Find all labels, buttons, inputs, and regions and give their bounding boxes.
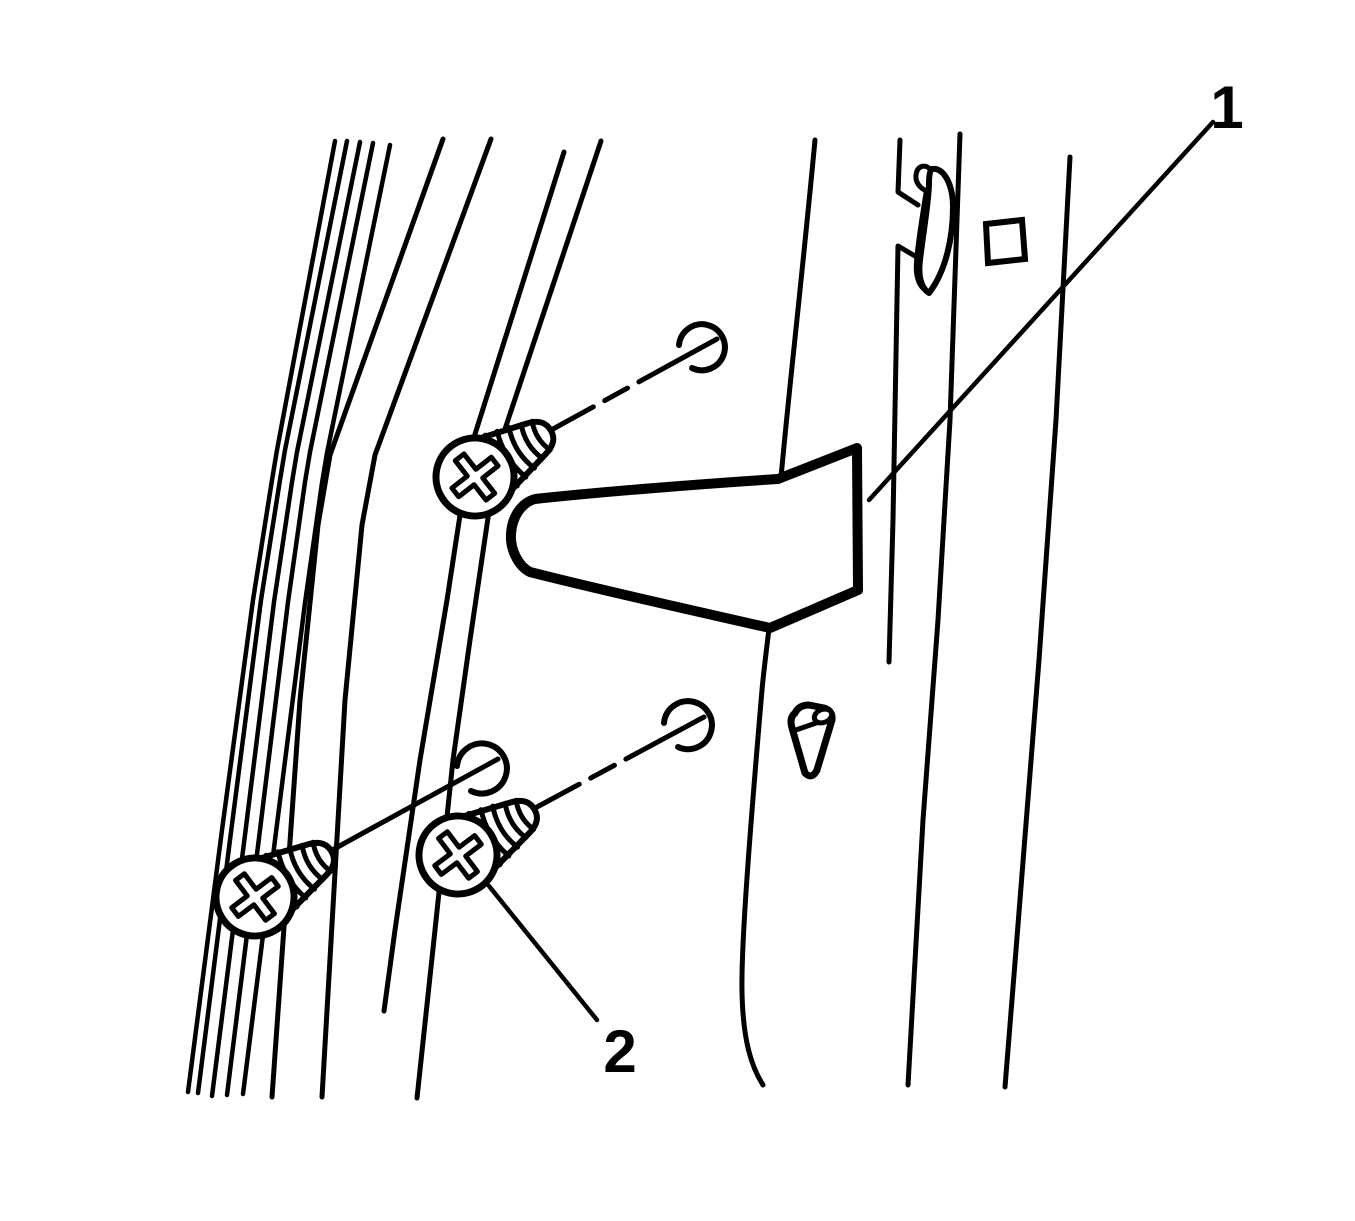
screw-holes	[454, 321, 728, 797]
weatherstrip-lines	[185, 138, 393, 1099]
screw-hole-upper	[676, 321, 728, 374]
leader-line-upper-screw	[550, 336, 720, 432]
cone-clip-shape	[787, 701, 836, 780]
notched-flange-line	[895, 137, 921, 208]
callout-1-leader	[866, 119, 1216, 503]
callout-2-label: 2	[603, 1018, 636, 1085]
door-edge-line	[739, 137, 818, 1088]
screw-hole-lower-middle	[661, 698, 715, 753]
screw-leader-lines	[331, 336, 720, 852]
leader-line-lower-middle-screw	[534, 714, 707, 810]
leader-line-lower-left-screw	[331, 756, 501, 852]
striker-slot-shape	[913, 163, 956, 296]
door-wedge-shape	[505, 443, 863, 633]
square-hole-shape	[982, 216, 1029, 267]
notched-flange-line	[886, 243, 923, 665]
callout-1: 1	[866, 74, 1244, 503]
callout-1-label: 1	[1210, 74, 1243, 141]
callout-2-leader	[486, 883, 600, 1023]
screw-hole-lower-left	[454, 740, 510, 797]
callout-2: 2	[486, 883, 637, 1085]
door-frame-lines	[269, 131, 1073, 1101]
